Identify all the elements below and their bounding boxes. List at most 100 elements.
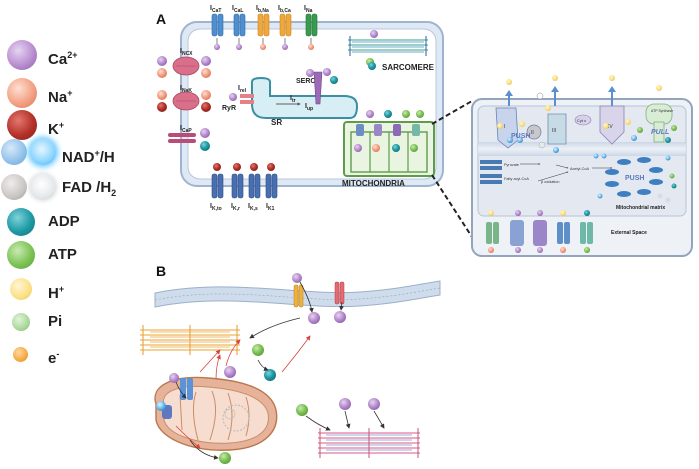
sodium-ion — [308, 44, 314, 50]
svg-text:IK1: IK1 — [266, 203, 275, 212]
transporter-ncx: INCX — [157, 48, 211, 78]
legend-item-ca: Ca2+ — [0, 40, 150, 70]
channel-ib-na: Ib,Na — [256, 5, 270, 50]
adp-icon — [7, 208, 35, 236]
nadh-icon — [30, 139, 56, 165]
membrane-channel-red — [334, 281, 345, 305]
svg-text:PULL: PULL — [651, 129, 669, 136]
mitochondria-zoom-panel: I II III Cyt c IV ATP Synthase — [471, 75, 693, 257]
zoom-connector-lines — [431, 100, 473, 238]
electron-icon — [13, 347, 28, 362]
svg-text:Cyt c: Cyt c — [577, 118, 586, 123]
inner-membrane-transporters-bottom — [486, 210, 593, 253]
svg-text:Acetyl-CoA: Acetyl-CoA — [570, 167, 589, 171]
svg-text:INaK: INaK — [180, 85, 192, 94]
left-transporters: INCX INaK ICaP — [157, 48, 211, 151]
mitochondria-in-cell: MITOCHONDRIA — [342, 110, 435, 188]
tca-cycle — [605, 157, 663, 197]
sodium-ion — [260, 44, 266, 50]
calcium-ion — [282, 44, 288, 50]
svg-text:I: I — [504, 124, 505, 130]
fad-icon — [1, 174, 27, 200]
calcium-ion-icon — [7, 40, 37, 70]
top-ion-channels: ICaT ICaL Ib,Na Ib,Ca IN — [210, 5, 318, 50]
svg-text:SR: SR — [271, 118, 282, 127]
channel-ib-ca: Ib,Ca — [278, 5, 292, 50]
svg-text:ATP Synthase: ATP Synthase — [651, 109, 673, 113]
potassium-ion-icon — [7, 110, 37, 140]
legend-item-nad: NAD+/H — [0, 139, 150, 169]
svg-text:Irel: Irel — [238, 85, 247, 94]
svg-text:INa: INa — [304, 5, 313, 14]
svg-text:SARCOMERE: SARCOMERE — [382, 63, 435, 72]
svg-text:Itr: Itr — [290, 95, 296, 104]
svg-text:ICaT: ICaT — [210, 5, 221, 14]
svg-text:Ib,Ca: Ib,Ca — [278, 5, 291, 14]
sarcoplasmic-reticulum: SR RyR Irel Itr SERCA Iup — [222, 68, 359, 127]
legend-item-e: e- — [0, 344, 150, 374]
svg-text:RyR: RyR — [222, 105, 236, 112]
legend-item-h: H+ — [0, 276, 150, 306]
legend-item-pi: Pi — [0, 310, 150, 340]
serca-pump: SERCA Iup — [296, 68, 338, 112]
svg-text:SERCA: SERCA — [296, 78, 321, 85]
channel-ik-to: IK,to — [210, 163, 224, 212]
potassium-channels: IK,to IK,r IK,s IK1 — [210, 163, 278, 212]
legend-item-adp: ADP — [0, 208, 150, 238]
channel-ical-t: ICaT — [210, 5, 224, 50]
myofibril-orange — [140, 325, 240, 355]
complex-iii: III — [547, 113, 567, 145]
mitochondrion-b — [154, 376, 278, 451]
svg-text:ICaP: ICaP — [180, 125, 192, 134]
svg-text:III: III — [552, 128, 556, 134]
svg-text:IV: IV — [608, 124, 613, 130]
complex-ii: II — [526, 124, 542, 140]
legend-item-k: K+ — [0, 110, 150, 140]
svg-text:IK,r: IK,r — [231, 203, 240, 212]
transporter-nak: INaK — [157, 85, 211, 112]
sarcomere: SARCOMERE — [348, 30, 435, 72]
proton-icon — [10, 278, 32, 300]
fadh2-icon — [30, 174, 56, 200]
channel-ical-l: ICaL — [232, 5, 246, 50]
svg-text:Mitochondrial matrix: Mitochondrial matrix — [616, 205, 665, 211]
svg-text:Fatty acyl-CoA: Fatty acyl-CoA — [504, 177, 529, 181]
legend-item-fad: FAD /H2 — [0, 174, 150, 204]
ryr-receptor: RyR Irel — [222, 85, 254, 112]
calcium-ion — [236, 44, 242, 50]
legend-item-atp: ATP — [0, 241, 150, 271]
svg-text:PUSH: PUSH — [625, 175, 644, 182]
phosphate-icon — [12, 313, 30, 331]
channel-ik1: IK1 — [265, 163, 278, 212]
svg-text:IK,to: IK,to — [210, 203, 222, 212]
channel-ik-r: IK,r — [231, 163, 244, 212]
svg-text:II: II — [531, 130, 534, 136]
complex-iv: IV — [599, 105, 625, 145]
svg-text:IK,s: IK,s — [248, 203, 258, 212]
sodium-ion-icon — [7, 78, 37, 108]
legend: Ca2+ Na+ K+ NAD+/H FAD /H2 ADP ATP H+ Pi… — [0, 0, 150, 469]
svg-text:ICaL: ICaL — [232, 5, 243, 14]
svg-text:MITOCHONDRIA: MITOCHONDRIA — [342, 179, 405, 188]
svg-text:Ib,Na: Ib,Na — [256, 5, 269, 14]
membrane-channel-yellow — [293, 284, 304, 308]
transporter-icap: ICaP — [168, 125, 210, 151]
svg-text:β oxidation: β oxidation — [541, 180, 559, 184]
channel-ina: INa — [304, 5, 318, 50]
svg-text:Pyruvate: Pyruvate — [504, 163, 519, 167]
complex-i: I — [495, 107, 519, 149]
panel-a-letter: A — [156, 11, 166, 27]
panel-b-letter: B — [156, 263, 166, 279]
atp-synthase: ATP Synthase — [645, 103, 673, 143]
svg-text:Iup: Iup — [305, 103, 313, 112]
channel-ik-s: IK,s — [248, 163, 261, 212]
sarcomere-pink — [318, 428, 420, 458]
atp-icon — [7, 241, 35, 269]
svg-text:INCX: INCX — [180, 48, 193, 57]
calcium-ion — [214, 44, 220, 50]
cytochrome-c: Cyt c — [574, 114, 592, 126]
svg-text:External Space: External Space — [611, 230, 647, 236]
svg-text:PUSH: PUSH — [511, 133, 530, 140]
legend-item-na: Na+ — [0, 78, 150, 108]
